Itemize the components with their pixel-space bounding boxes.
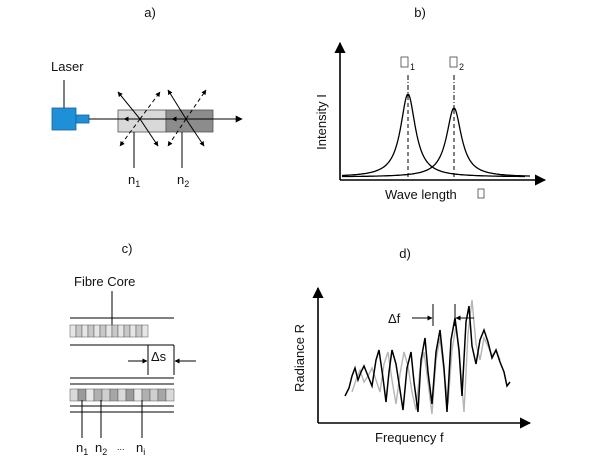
grating-segment (165, 388, 175, 402)
grating-segment (69, 388, 79, 402)
b-y-axis-label: Intensity I (314, 94, 329, 150)
grating-segment (141, 324, 149, 338)
c-n1-label: n1 (76, 440, 88, 457)
grating-segment (111, 324, 119, 338)
grating-segment (149, 388, 159, 402)
laser-label: Laser (51, 59, 84, 74)
scatter-arrow (167, 118, 187, 147)
grating-segment (125, 388, 135, 402)
panel-c-label: c) (122, 241, 133, 256)
grating-segment (129, 324, 137, 338)
lower-fibre-grating (69, 388, 175, 402)
scatter-arrow (139, 91, 161, 120)
upper-fibre-grating (69, 324, 149, 338)
grating-segment (117, 324, 125, 338)
scatter-arrow (167, 89, 187, 120)
panel-c: c) Fibre Core Δs n1 n2 ... ni (69, 241, 196, 457)
panel-b-label: b) (414, 5, 426, 20)
d-x-axis-label: Frequency f (375, 430, 444, 445)
peak-1-curve (341, 93, 525, 178)
grating-segment (99, 324, 107, 338)
grating-segment (93, 324, 101, 338)
c-ellipsis: ... (117, 442, 125, 452)
scatter-arrow (117, 91, 141, 120)
delta-s-label: Δs (151, 349, 167, 364)
grating-segment (117, 388, 127, 402)
peak-1-subscript: 1 (410, 62, 415, 72)
peak-2-curve (341, 107, 530, 178)
grating-segment (85, 388, 95, 402)
panel-a: a) Laser n1 n2 (51, 5, 243, 189)
peak-2-subscript: 2 (459, 62, 464, 72)
n2-label: n2 (177, 172, 189, 189)
laser-nozzle (75, 114, 90, 124)
panel-d: d) Radiance R Frequency f Δf (292, 246, 532, 445)
panel-b: b) Intensity I Wave length 1 2 (314, 5, 547, 202)
grating-segment (109, 388, 119, 402)
fibre-core-label: Fibre Core (74, 274, 135, 289)
grating-segment (141, 388, 151, 402)
grating-segment (93, 388, 103, 402)
grating-segment (75, 324, 83, 338)
scatter-arrow (185, 118, 205, 147)
lambda-placeholder-icon (477, 188, 485, 199)
panel-a-label: a) (144, 5, 156, 20)
grating-segment (135, 324, 143, 338)
reference-spectrum (351, 299, 501, 415)
panel-d-label: d) (399, 246, 411, 261)
grating-segment (123, 324, 131, 338)
c-n2-label: n2 (95, 440, 107, 457)
laser-source (51, 107, 77, 131)
c-ni-label: ni (136, 440, 145, 457)
grating-segment (105, 324, 113, 338)
b-x-axis-label: Wave length (385, 187, 457, 202)
scatter-arrow (139, 118, 159, 147)
d-y-axis-label: Radiance R (292, 324, 307, 392)
fibre-section-n1 (117, 109, 167, 133)
shifted-spectrum (344, 305, 511, 413)
scatter-arrow (119, 118, 141, 147)
lambda1-placeholder-icon (400, 56, 409, 68)
grating-segment (69, 324, 77, 338)
grating-segment (87, 324, 95, 338)
grating-segment (133, 388, 143, 402)
fibre-section-n2 (165, 109, 214, 133)
grating-segment (101, 388, 111, 402)
delta-f-label: Δf (388, 311, 401, 326)
lambda2-placeholder-icon (449, 56, 458, 68)
grating-segment (77, 388, 87, 402)
grating-segment (81, 324, 89, 338)
n1-label: n1 (128, 172, 140, 189)
scatter-arrow (185, 89, 207, 120)
grating-segment (157, 388, 167, 402)
